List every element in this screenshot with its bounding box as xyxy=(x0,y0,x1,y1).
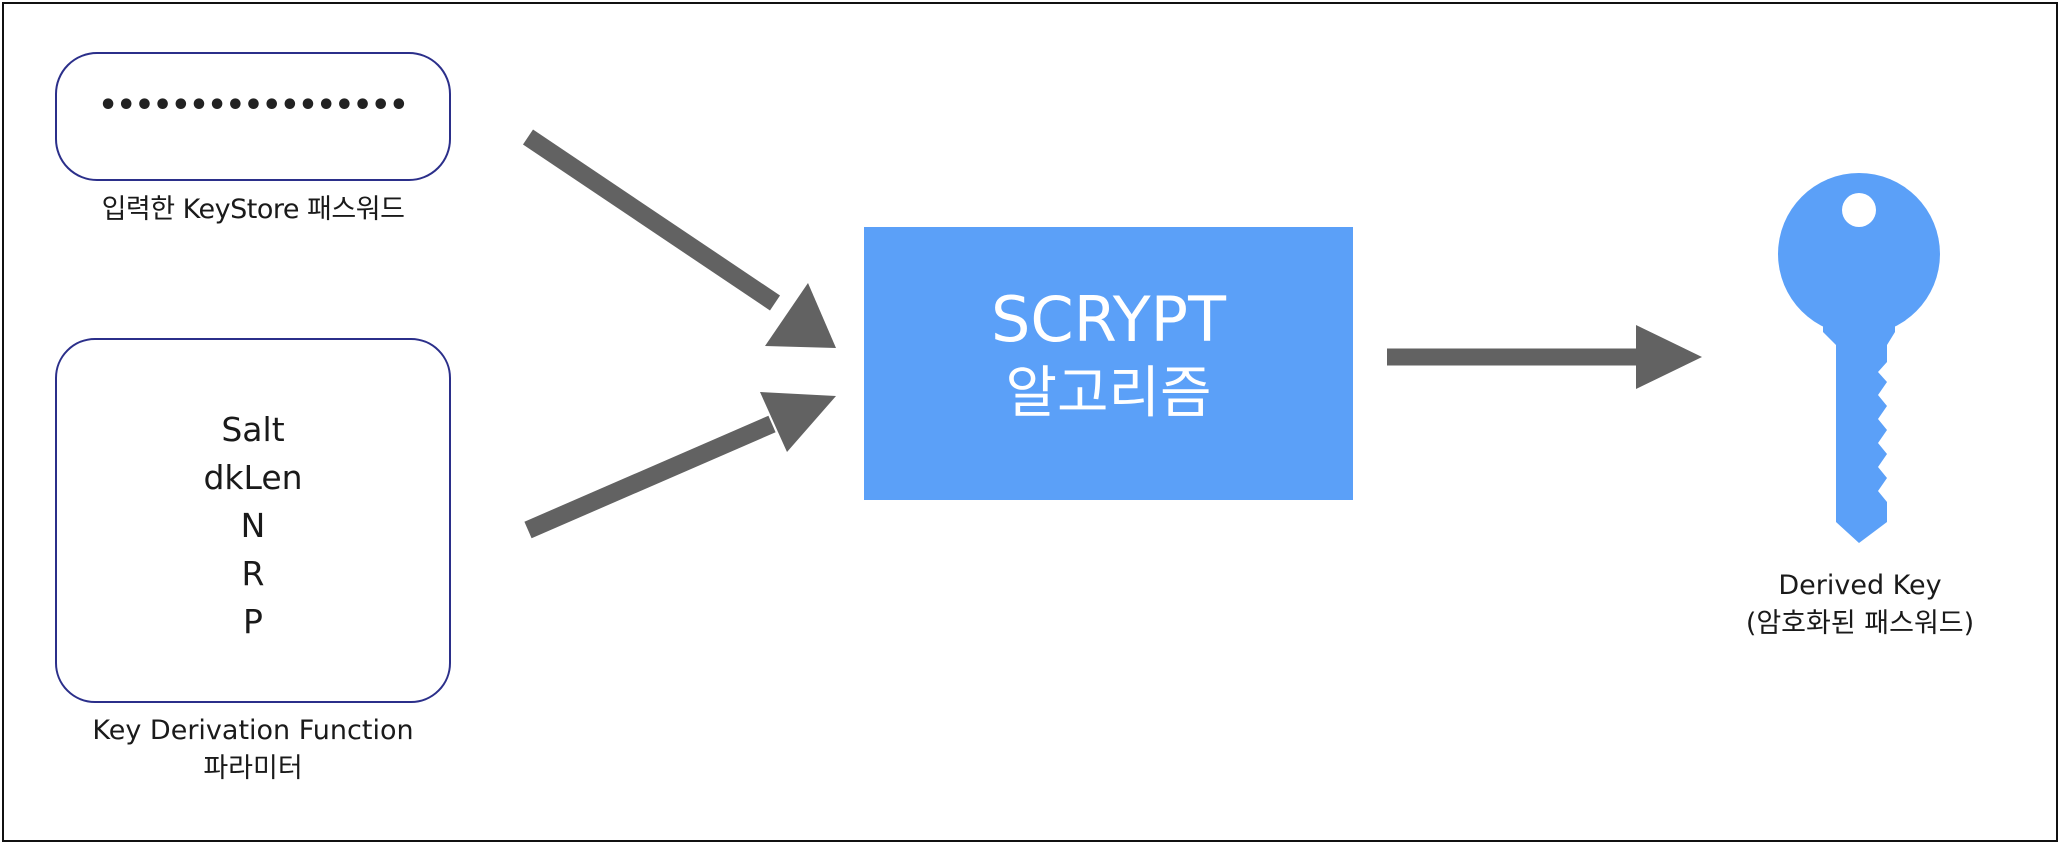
arrow-password-to-scrypt xyxy=(522,129,836,348)
kdf-caption-line1: Key Derivation Function xyxy=(92,715,414,746)
password-caption: 입력한 KeyStore 패스워드 xyxy=(101,194,405,225)
kdf-caption: Key Derivation Function 파라미터 xyxy=(30,712,476,788)
kdf-param-salt: Salt xyxy=(221,410,285,449)
derived-key-caption-line1: Derived Key xyxy=(1778,570,1942,601)
password-box: ••••••••••••••••• xyxy=(55,52,451,181)
arrow-scrypt-to-key xyxy=(1387,325,1702,389)
kdf-caption-line2: 파라미터 xyxy=(203,753,303,784)
masked-password: ••••••••••••••••• xyxy=(98,88,409,123)
kdf-param-r: R xyxy=(241,554,265,593)
scrypt-box: SCRYPT 알고리즘 xyxy=(864,227,1353,500)
scrypt-title: SCRYPT xyxy=(991,283,1226,356)
scrypt-subtitle: 알고리즘 xyxy=(1005,361,1212,426)
kdf-params-box: Salt dkLen N R P xyxy=(55,338,451,703)
kdf-param-p: P xyxy=(243,602,263,641)
derived-key-caption-line2: (암호화된 패스워드) xyxy=(1745,608,1975,639)
kdf-param-list: Salt dkLen N R P xyxy=(57,406,449,646)
kdf-param-dklen: dkLen xyxy=(203,458,303,497)
derived-key-caption: Derived Key (암호화된 패스워드) xyxy=(1680,567,2040,643)
arrow-kdf-to-scrypt xyxy=(524,392,836,539)
key-icon xyxy=(1778,173,1940,543)
kdf-param-n: N xyxy=(240,506,266,545)
